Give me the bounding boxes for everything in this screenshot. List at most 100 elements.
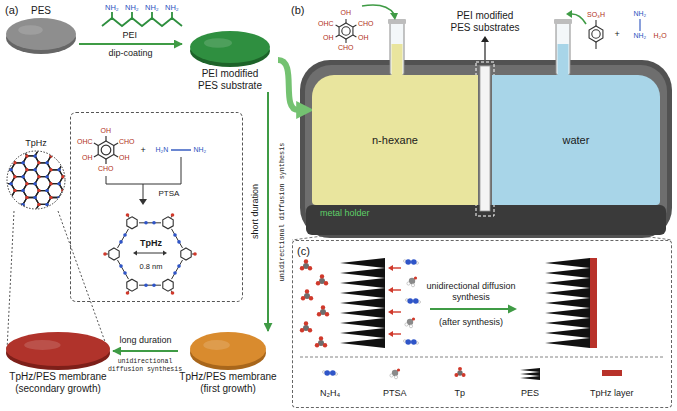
generated-art xyxy=(397,368,400,371)
feed-arrow xyxy=(362,5,394,14)
generated-art xyxy=(411,284,414,287)
framework-drawing xyxy=(10,182,13,185)
framework-drawing xyxy=(47,198,63,211)
framework-drawing xyxy=(50,182,53,185)
annotation-label: CHO xyxy=(338,44,354,52)
framework-drawing xyxy=(50,168,53,171)
framework-drawing xyxy=(5,149,67,211)
framework-drawing xyxy=(58,154,61,157)
generated-art xyxy=(318,340,324,346)
feed-arrow xyxy=(572,14,586,24)
annotation-label: NH₂ xyxy=(634,32,647,40)
framework-drawing xyxy=(26,196,29,199)
node-label: water xyxy=(563,134,590,147)
annotation-label: H₂O xyxy=(654,32,667,40)
framework-drawing xyxy=(14,149,17,151)
generated-art xyxy=(457,370,462,375)
generated-art xyxy=(152,283,156,287)
ptsa-molecule xyxy=(592,30,600,38)
generated-art xyxy=(103,252,107,256)
framework-drawing xyxy=(26,210,29,211)
framework-drawing xyxy=(62,161,65,164)
framework-drawing xyxy=(34,182,37,185)
framework-drawing xyxy=(26,182,29,185)
framework-drawing xyxy=(26,210,29,211)
generated-art xyxy=(193,252,197,256)
framework-drawing xyxy=(26,154,29,157)
generated-art xyxy=(139,222,161,223)
pore-size-arrow xyxy=(133,251,167,256)
membrane-disk: TpHz/PES membrane (secondary growth) xyxy=(3,331,113,395)
reaction-bracket xyxy=(106,157,181,184)
generated-art xyxy=(325,312,329,316)
framework-drawing xyxy=(34,210,37,211)
generated-art xyxy=(392,267,401,268)
framework-drawing xyxy=(46,175,49,178)
generated-art xyxy=(128,290,129,292)
framework-drawing xyxy=(50,182,53,185)
framework-drawing xyxy=(22,203,25,206)
generated-art xyxy=(407,298,413,304)
generated-art xyxy=(416,342,419,345)
node-label: unidirectional diffusion synthesis xyxy=(416,281,526,303)
node-label: PEI modified PES substrate xyxy=(193,68,267,92)
generated-art xyxy=(315,343,319,347)
framework-drawing xyxy=(10,154,13,157)
generated-art xyxy=(340,298,385,308)
node-label: TpHz/PES membrane (secondary growth) xyxy=(4,371,112,395)
framework-drawing xyxy=(58,168,61,171)
framework-drawing xyxy=(50,168,53,171)
generated-art xyxy=(416,262,419,265)
generated-art xyxy=(305,289,309,293)
framework-drawing xyxy=(38,161,41,164)
framework-drawing xyxy=(11,204,27,211)
generated-art xyxy=(392,289,401,290)
annotation-label: OHC xyxy=(318,20,334,28)
water-chamber: water xyxy=(492,75,660,205)
framework-drawing xyxy=(58,210,61,211)
framework-drawing xyxy=(34,154,37,157)
framework-drawing xyxy=(34,196,37,199)
framework-drawing xyxy=(62,149,65,151)
annotation-label: OH xyxy=(101,127,112,135)
disk-drawing xyxy=(182,30,278,68)
annotation-label: NH₂ xyxy=(634,10,647,18)
framework-drawing xyxy=(26,168,29,171)
generated-art xyxy=(409,278,415,284)
generated-art xyxy=(388,309,393,315)
synthesis-arrow xyxy=(430,308,509,310)
framework-drawing xyxy=(50,154,53,157)
framework-drawing xyxy=(14,175,17,178)
framework-drawing xyxy=(26,182,29,185)
framework-drawing xyxy=(10,168,13,171)
glass-tube xyxy=(556,22,570,75)
disk-drawing xyxy=(204,38,232,48)
node-label: 0.8 nm xyxy=(140,262,163,271)
generated-art xyxy=(458,367,462,371)
framework-drawing xyxy=(62,203,65,206)
disk-drawing xyxy=(6,332,110,366)
feed-arrow xyxy=(390,13,398,20)
generated-art xyxy=(340,278,385,288)
tp-molecule xyxy=(339,23,353,39)
framework-drawing xyxy=(38,149,41,150)
framework-drawing xyxy=(58,168,61,171)
generated-art xyxy=(171,213,175,217)
tp-molecule xyxy=(336,19,357,43)
framework-drawing xyxy=(14,189,17,192)
generated-art xyxy=(340,328,385,338)
framework-drawing xyxy=(34,210,37,211)
zoom-lines xyxy=(292,216,672,240)
annotation-label: OHC xyxy=(77,138,93,146)
generated-art xyxy=(172,229,183,248)
annotation-label: NH₂ xyxy=(105,3,119,12)
generated-art xyxy=(392,370,398,376)
generated-art xyxy=(103,213,622,380)
node-label: TpHz xyxy=(25,138,47,149)
framework-drawing xyxy=(62,189,65,192)
generated-art xyxy=(139,285,161,286)
framework-drawing xyxy=(62,149,65,150)
tp-molecule xyxy=(94,136,118,164)
generated-art xyxy=(321,305,325,309)
